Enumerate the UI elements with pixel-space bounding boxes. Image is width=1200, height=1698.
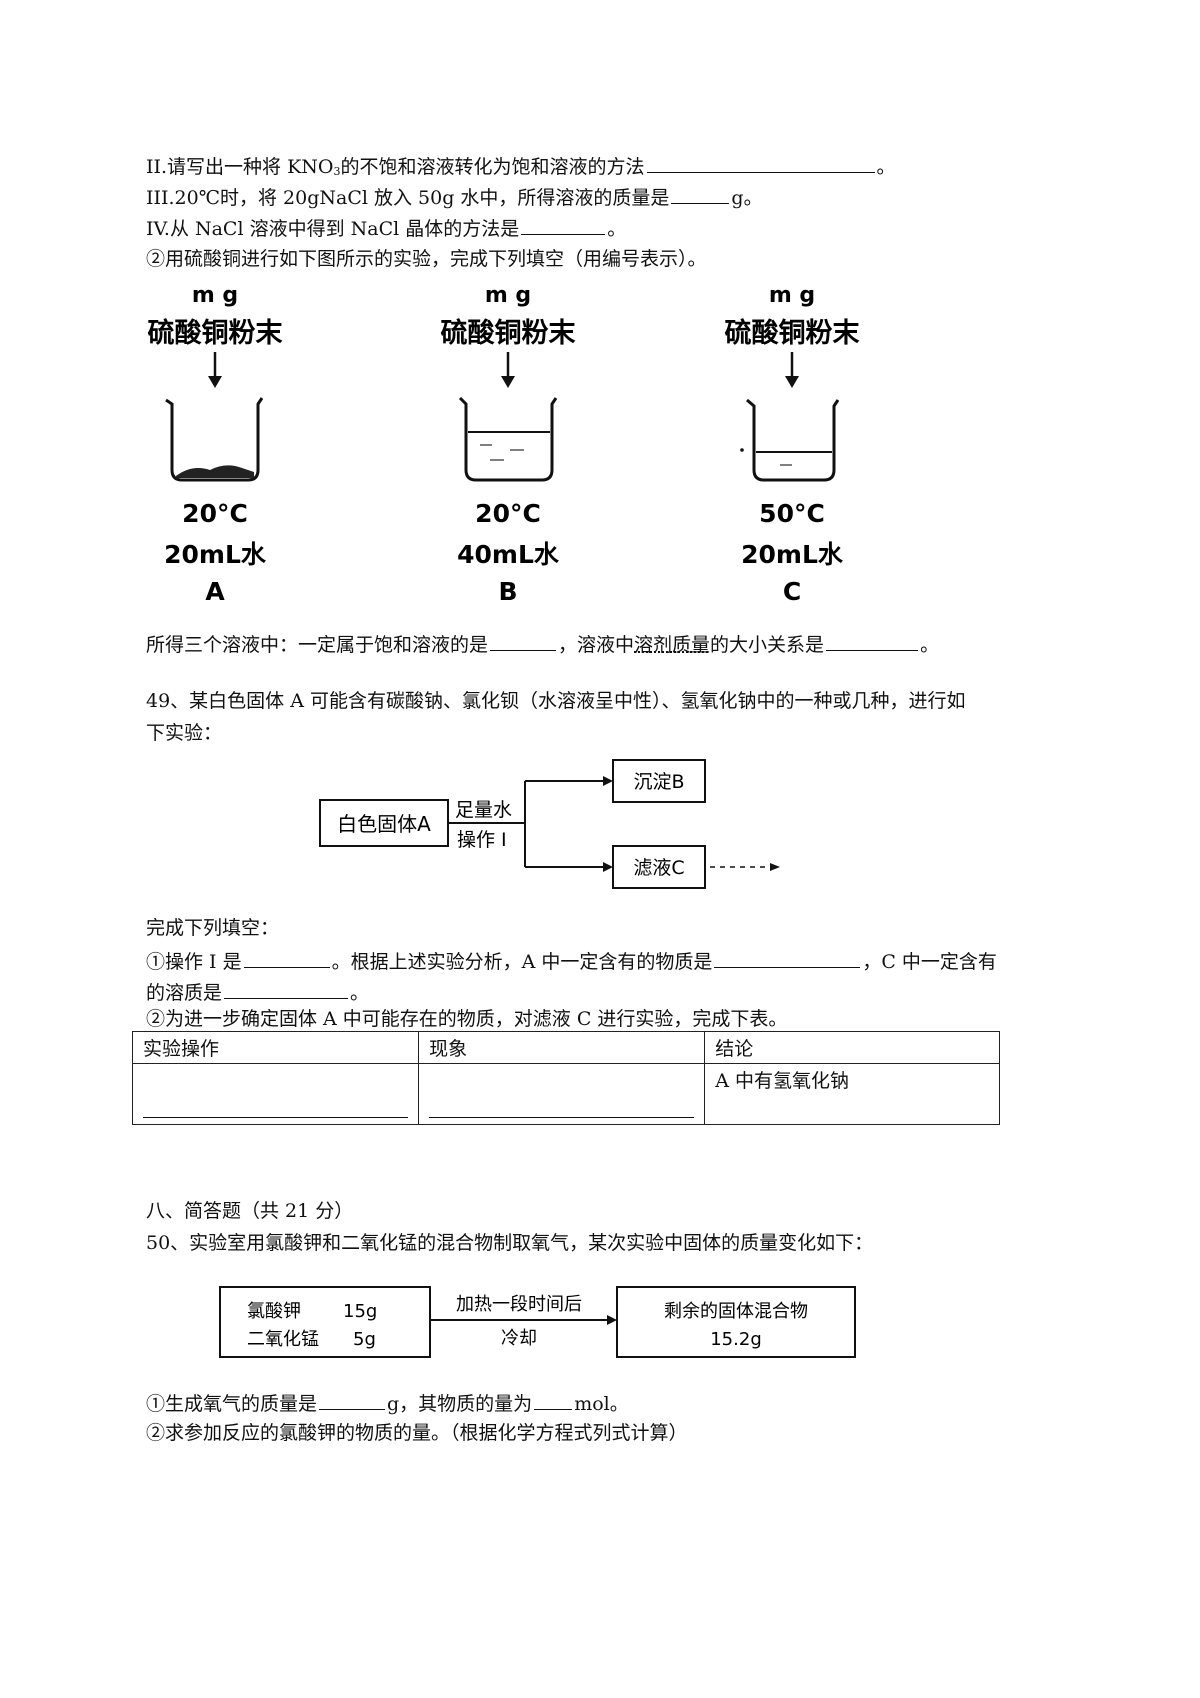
heating-label: 加热一段时间后 bbox=[456, 1294, 582, 1315]
answer-blank[interactable] bbox=[521, 214, 606, 235]
water-label: 40mL水 bbox=[457, 540, 560, 569]
beaker-a-group: m g 硫酸铜粉末 20°C 20mL水 A bbox=[148, 283, 283, 606]
filtrate-box bbox=[612, 845, 706, 889]
conclusion-cell: A 中有氢氧化钠 bbox=[704, 1063, 1000, 1125]
beaker-label: B bbox=[498, 577, 517, 606]
beaker-c-group: m g 硫酸铜粉末 50°C 20mL水 C bbox=[725, 283, 860, 606]
question-50-part-2: ②求参加反应的氯酸钾的物质的量。（根据化学方程式列式计算） bbox=[146, 1422, 688, 1444]
flow-diagram-49: 白色固体A 足量水 操作 I 沉淀B 滤液C bbox=[319, 759, 780, 889]
reagent-label: 硫酸铜粉末 bbox=[441, 317, 576, 349]
step-operation-label: 操作 I bbox=[457, 829, 507, 851]
water-label: 20mL水 bbox=[164, 540, 267, 569]
filtrate-label: 滤液C bbox=[633, 857, 684, 879]
mass-label: m g bbox=[485, 283, 531, 308]
answer-blank[interactable] bbox=[826, 630, 919, 651]
phenomenon-cell[interactable] bbox=[418, 1063, 706, 1125]
answer-blank[interactable] bbox=[490, 630, 557, 651]
residue-mass: 15.2g bbox=[710, 1329, 762, 1350]
temperature-label: 20°C bbox=[475, 499, 541, 528]
header-operation: 实验操作 bbox=[131, 1031, 420, 1064]
kclo3-mass: 15g bbox=[343, 1301, 377, 1322]
table-header-row: 实验操作 现象 结论 bbox=[131, 1031, 1000, 1064]
answer-blank[interactable] bbox=[534, 1389, 573, 1410]
answer-blank[interactable] bbox=[646, 152, 875, 173]
answer-blank[interactable] bbox=[143, 1117, 409, 1118]
question-copper-sulfate: ②用硫酸铜进行如下图所示的实验，完成下列填空（用编号表示）。 bbox=[146, 248, 707, 270]
beaker-label: A bbox=[205, 577, 225, 606]
temperature-label: 50°C bbox=[759, 499, 825, 528]
question-49-part-1-cont: 的溶质是。 bbox=[146, 978, 369, 1006]
beaker-c bbox=[746, 398, 840, 482]
question-49-part-2: ②为进一步确定固体 A 中可能存在的物质，对滤液 C 进行实验，完成下表。 bbox=[146, 1008, 788, 1030]
beaker-label: C bbox=[783, 577, 801, 606]
question-ii: II.请写出一种将 KNO3的不饱和溶液转化为饱和溶液的方法。 bbox=[146, 152, 896, 185]
temperature-label: 20°C bbox=[182, 499, 248, 528]
answer-blank[interactable] bbox=[671, 183, 730, 204]
precipitate-label: 沉淀B bbox=[633, 771, 684, 793]
question-50-intro: 50、实验室用氯酸钾和二氧化锰的混合物制取氧气，某次实验中固体的质量变化如下： bbox=[146, 1232, 874, 1254]
table-row: A 中有氢氧化钠 bbox=[131, 1063, 1000, 1125]
reagent-label: 硫酸铜粉末 bbox=[148, 317, 283, 349]
header-phenomenon: 现象 bbox=[418, 1031, 706, 1064]
cooling-label: 冷却 bbox=[501, 1328, 537, 1349]
answer-blank[interactable] bbox=[714, 947, 861, 968]
beaker-b-group: m g 硫酸铜粉末 20°C 40mL水 B bbox=[441, 283, 576, 606]
residue-name: 剩余的固体混合物 bbox=[664, 1301, 808, 1322]
question-49-intro-cont: 下实验： bbox=[146, 722, 223, 744]
question-saturated: 所得三个溶液中：一定属于饱和溶液的是，溶液中溶剂质量的大小关系是。 bbox=[146, 630, 939, 658]
beaker-a bbox=[165, 397, 264, 482]
header-conclusion: 结论 bbox=[704, 1031, 1000, 1064]
answer-blank[interactable] bbox=[319, 1389, 386, 1410]
question-49-intro: 49、某白色固体 A 可能含有碳酸钠、氯化钡（水溶液呈中性）、氢氧化钠中的一种或… bbox=[146, 690, 966, 712]
white-solid-label: 白色固体A bbox=[337, 812, 431, 836]
mass-label: m g bbox=[769, 283, 815, 308]
section-8-title: 八、简答题（共 21 分） bbox=[146, 1200, 354, 1222]
mno2-mass: 5g bbox=[353, 1329, 376, 1350]
flow-diagram-50: 氯酸钾 15g 二氧化锰 5g 加热一段时间后 冷却 剩余的固体混合物 15.2… bbox=[219, 1286, 856, 1358]
kclo3-name: 氯酸钾 bbox=[247, 1301, 301, 1322]
reactants-box bbox=[219, 1286, 431, 1358]
residue-box bbox=[616, 1286, 856, 1358]
reagent-label: 硫酸铜粉末 bbox=[725, 317, 860, 349]
water-label: 20mL水 bbox=[741, 540, 844, 569]
answer-blank[interactable] bbox=[429, 1117, 695, 1118]
answer-blank[interactable] bbox=[243, 947, 330, 968]
question-iv: IV.从 NaCl 溶液中得到 NaCl 晶体的方法是。 bbox=[146, 214, 626, 242]
beaker-b bbox=[458, 396, 558, 482]
mno2-name: 二氧化锰 bbox=[247, 1329, 319, 1350]
results-table: 实验操作 现象 结论 A 中有氢氧化钠 bbox=[131, 1031, 1000, 1125]
precipitate-box bbox=[612, 759, 706, 803]
operation-cell[interactable] bbox=[131, 1063, 420, 1125]
beaker-figure: m g 硫酸铜粉末 20°C 20mL水 A m g 硫酸铜粉末 20°C 40… bbox=[148, 283, 860, 606]
answer-blank[interactable] bbox=[224, 978, 349, 999]
step-water-label: 足量水 bbox=[455, 799, 512, 821]
undissolved-solid bbox=[176, 465, 254, 478]
question-49-part-1: ①操作 I 是。根据上述实验分析，A 中一定含有的物质是，C 中一定含有 bbox=[146, 947, 997, 975]
mass-label: m g bbox=[192, 283, 238, 308]
fill-intro: 完成下列填空： bbox=[146, 917, 280, 939]
